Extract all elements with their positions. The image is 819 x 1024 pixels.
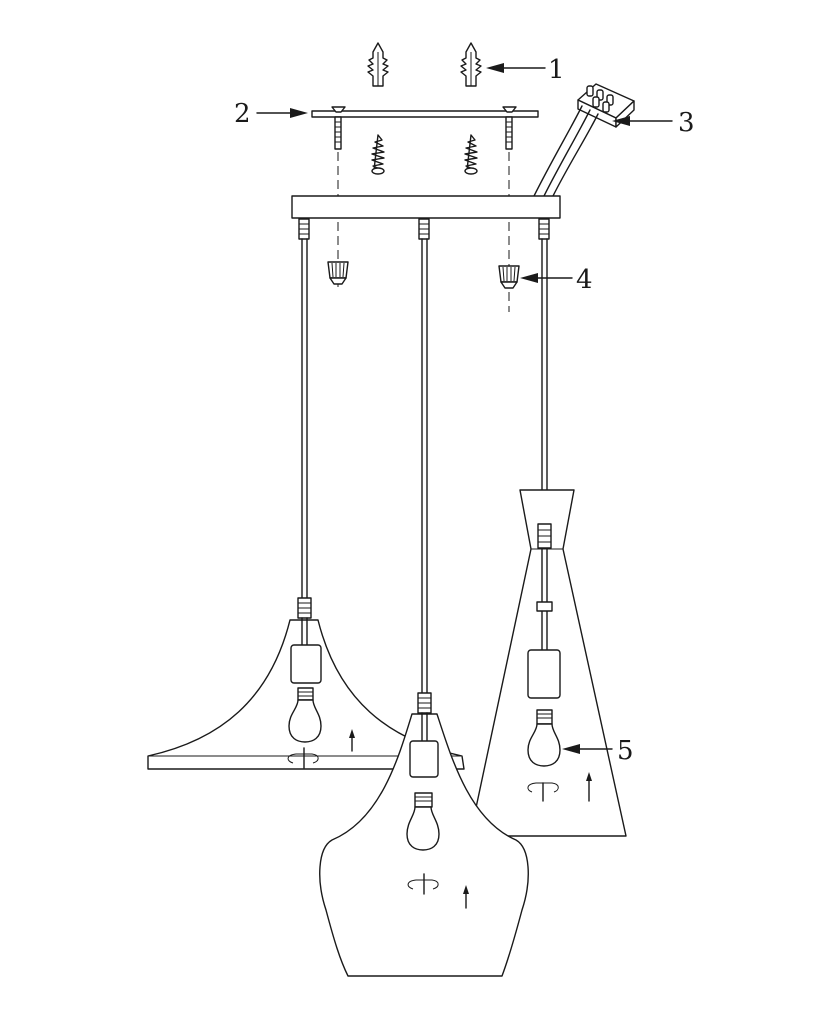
mounting-plate	[311, 110, 539, 118]
pendant-right	[469, 489, 627, 837]
callout-arrow-1	[486, 63, 546, 73]
screw-left	[371, 134, 385, 175]
ceiling-canopy	[291, 195, 561, 219]
cable-grips	[298, 218, 550, 240]
callout-label-2: 2	[234, 99, 251, 129]
power-cable	[533, 105, 599, 197]
stud-left	[331, 106, 346, 150]
callout-arrow-2	[256, 108, 308, 118]
callout-arrow-3	[612, 116, 673, 126]
wall-plug-right	[460, 42, 482, 87]
callout-arrow-4	[520, 273, 573, 283]
callout-label-1: 1	[548, 55, 565, 85]
pendant-center	[319, 692, 529, 977]
callout-label-3: 3	[678, 108, 695, 138]
callout-label-4: 4	[576, 265, 593, 295]
screw-right	[464, 134, 478, 175]
suspension-cords	[301, 238, 548, 694]
pendant-left	[147, 597, 465, 770]
cap-nut-left	[327, 261, 349, 285]
cap-nut-right	[498, 265, 520, 289]
stud-right	[502, 106, 517, 150]
callout-arrow-5	[562, 744, 613, 754]
callout-label-5: 5	[617, 736, 634, 766]
wall-plug-left	[367, 42, 389, 87]
